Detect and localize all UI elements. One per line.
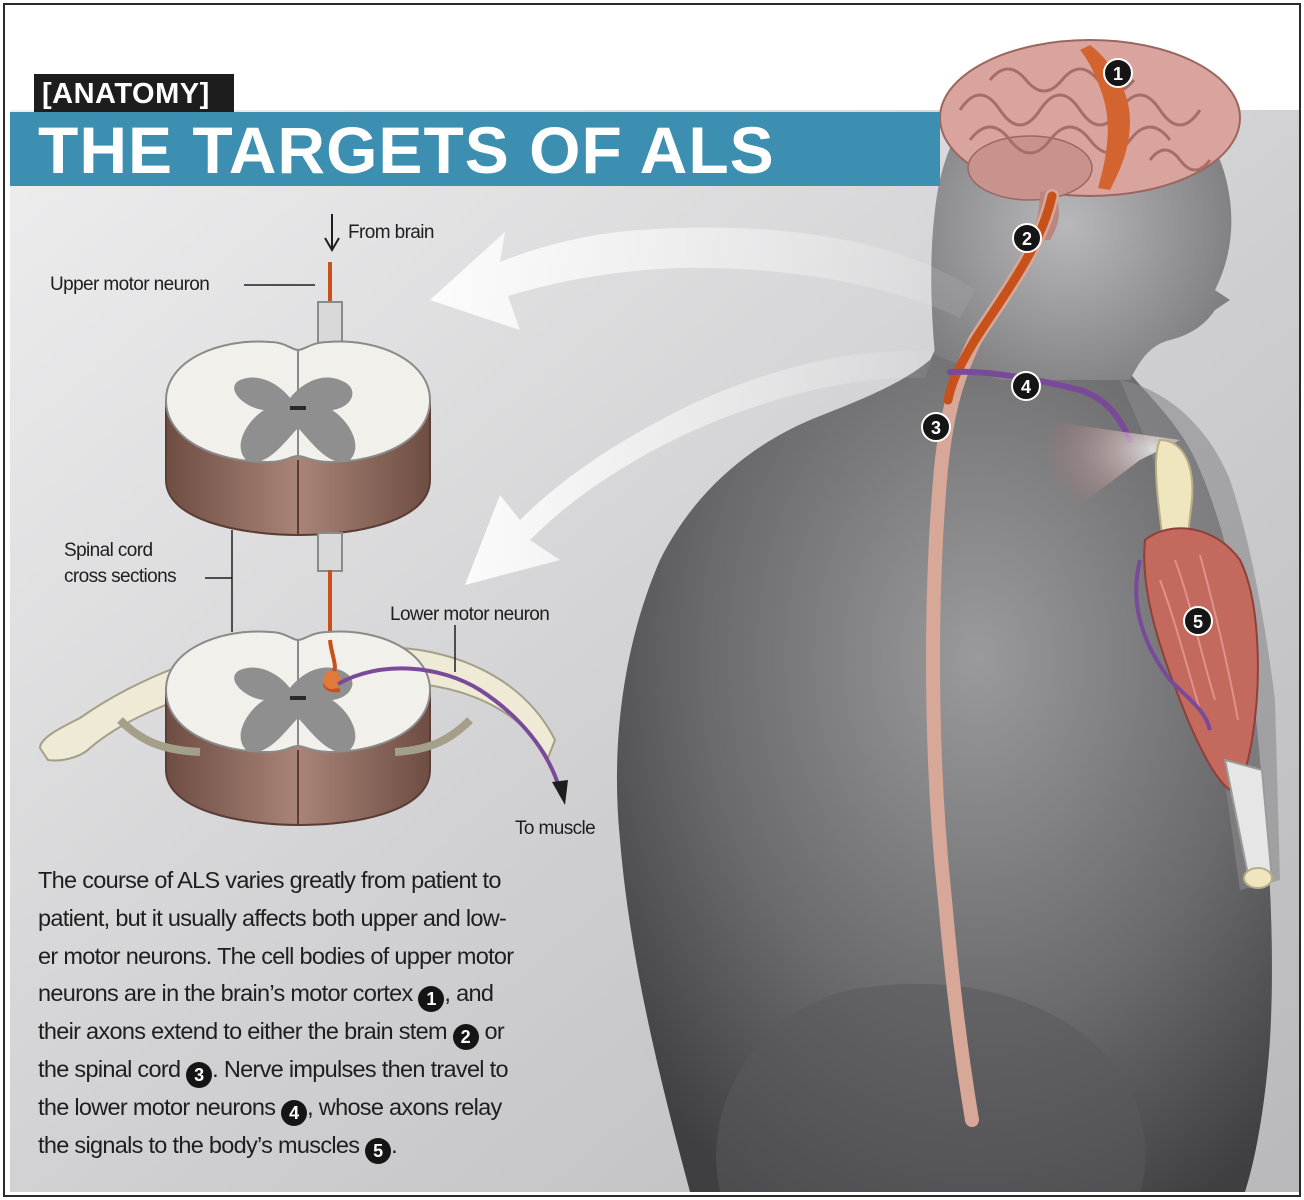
text-span: neurons are in the brain’s motor cortex (38, 980, 419, 1007)
text-line: the signals to the body’s muscles 5. (38, 1127, 628, 1165)
section-tag: [ANATOMY] (34, 74, 234, 114)
text-line: the spinal cord 3. Nerve impulses then t… (38, 1051, 628, 1089)
text-span: . Nerve impulses then travel to (212, 1055, 508, 1082)
inline-marker-5: 5 (365, 1137, 392, 1164)
text-line: the lower motor neurons 4, whose axons r… (38, 1089, 628, 1127)
label-to-muscle: To muscle (515, 818, 596, 839)
label-lower-motor-neuron: Lower motor neuron (390, 604, 550, 625)
svg-text:2: 2 (1022, 229, 1032, 249)
lower-motor-neuron-path (947, 368, 1133, 443)
marker-4: 4 (1011, 371, 1041, 401)
body-silhouette (616, 300, 1272, 1192)
marker-1: 1 (1103, 58, 1133, 88)
text-span: , and (444, 980, 494, 1007)
arrow-lower (465, 350, 935, 585)
arm-muscle (1040, 420, 1274, 889)
inline-marker-2: 2 (452, 1024, 479, 1051)
cross-section-upper (164, 340, 432, 537)
text-line: patient, but it usually affects both upp… (38, 900, 628, 938)
arrow-upper (430, 227, 975, 330)
nerve-root-middle (317, 532, 343, 572)
text-span: patient, but it usually affects both upp… (38, 904, 507, 931)
marker-5: 5 (1183, 606, 1213, 636)
cross-section-lower (38, 630, 568, 827)
text-span: the lower motor neurons (38, 1093, 282, 1120)
svg-text:3: 3 (931, 418, 941, 438)
inline-marker-4: 4 (281, 1099, 308, 1126)
label-spinal-cord-line1: Spinal cord (64, 540, 153, 561)
text-span: or (478, 1018, 504, 1045)
text-span: , whose axons relay (307, 1093, 502, 1120)
svg-text:5: 5 (1193, 612, 1203, 632)
svg-text:4: 4 (1021, 377, 1031, 397)
text-span: the signals to the body’s muscles (38, 1131, 366, 1158)
description-paragraph: The course of ALS varies greatly from pa… (38, 862, 628, 1164)
text-span: The course of ALS varies greatly from pa… (38, 867, 501, 893)
inline-marker-3: 3 (186, 1061, 213, 1088)
text-line: their axons extend to either the brain s… (38, 1013, 628, 1051)
label-from-brain: From brain (348, 222, 434, 243)
text-line: neurons are in the brain’s motor cortex … (38, 975, 628, 1013)
label-upper-motor-neuron: Upper motor neuron (50, 274, 210, 295)
text-span: er motor neurons. The cell bodies of upp… (38, 942, 514, 969)
text-span: their axons extend to either the brain s… (38, 1018, 453, 1045)
marker-3: 3 (921, 412, 951, 442)
title-bar (10, 112, 940, 186)
frame-border (3, 3, 1301, 1197)
hip-silhouette (716, 983, 1146, 1192)
text-line: er motor neurons. The cell bodies of upp… (38, 938, 628, 976)
marker-2: 2 (1012, 223, 1042, 253)
page-title: THE TARGETS OF ALS (38, 113, 775, 187)
text-line: The course of ALS varies greatly from pa… (38, 862, 628, 900)
svg-text:1: 1 (1113, 64, 1123, 84)
text-span: the spinal cord (38, 1055, 187, 1082)
text-span: . (391, 1131, 398, 1158)
label-spinal-cord-line2: cross sections (64, 566, 177, 587)
inline-marker-1: 1 (418, 986, 445, 1013)
